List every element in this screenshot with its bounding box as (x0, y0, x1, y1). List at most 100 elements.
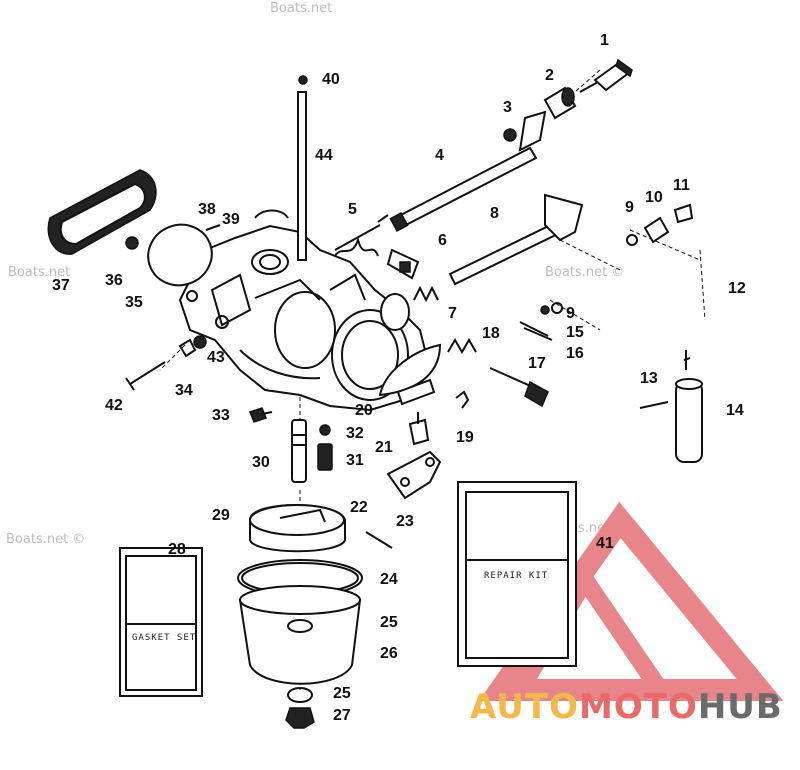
part-9-washer (626, 234, 638, 246)
part-8-shaft (448, 193, 584, 286)
part-9-washer (551, 302, 563, 314)
callout-12: 12 (728, 280, 746, 297)
callout-numbers: 1 2 3 4 5 6 7 8 9 10 11 12 13 14 15 16 1… (52, 32, 746, 724)
callout-2: 2 (545, 67, 554, 84)
callout-28: 28 (168, 541, 186, 558)
watermark: Boats.net © (545, 265, 624, 280)
part-14-float (675, 350, 703, 463)
callout-15: 15 (566, 324, 584, 341)
brand-part-auto: AUTO (470, 687, 579, 727)
brand-wordmark: AUTOMOTOHUB (470, 687, 783, 727)
part-1-screw (579, 58, 633, 93)
part-21-screw (408, 412, 430, 446)
callout-26: 26 (380, 645, 398, 662)
part-38-pin (205, 224, 221, 231)
part-22-plate (386, 450, 442, 500)
part-5-spring (331, 214, 389, 263)
callout-36: 36 (105, 272, 123, 289)
part-44-rod (297, 91, 307, 261)
part-31-jet (317, 443, 333, 471)
part-29-float (249, 504, 346, 553)
part-3-bracket (503, 110, 547, 152)
callout-29: 29 (212, 507, 230, 524)
part-7-spring (413, 285, 439, 303)
part-27-plug (285, 707, 315, 729)
part-36-nut (125, 236, 139, 250)
part-16-spring (519, 321, 553, 341)
part-40-cap (298, 75, 308, 85)
callout-33: 33 (212, 407, 230, 424)
callout-35: 35 (125, 294, 143, 311)
callout-34: 34 (175, 382, 193, 399)
part-19-clip (455, 390, 470, 409)
callout-41: 41 (596, 535, 614, 552)
callout-25b: 25 (333, 685, 351, 702)
callout-27: 27 (333, 707, 351, 724)
part-37-gasket (47, 169, 157, 255)
callout-10: 10 (645, 189, 663, 206)
callout-43: 43 (207, 349, 225, 366)
callout-11: 11 (673, 177, 690, 194)
part-26-bowl (238, 585, 362, 685)
part-23-pin (365, 531, 393, 549)
callout-9b: 9 (566, 305, 575, 322)
callout-4: 4 (435, 147, 444, 164)
callout-7: 7 (448, 305, 457, 322)
callout-30: 30 (252, 454, 270, 471)
callout-19: 19 (456, 429, 474, 446)
callout-23: 23 (396, 513, 414, 530)
part-33-screw (249, 407, 273, 423)
callout-17: 17 (528, 355, 546, 372)
callout-21: 21 (375, 439, 393, 456)
watermark: Boats.net © (6, 532, 85, 547)
callout-16: 16 (566, 345, 584, 362)
callout-3: 3 (503, 99, 512, 116)
callout-37: 37 (52, 277, 70, 294)
watermark: Boats.net (270, 1, 332, 16)
part-32-gasket (319, 424, 331, 436)
callout-22: 22 (350, 499, 368, 516)
part-10-bushing (643, 216, 670, 244)
part-2-bushing (543, 86, 577, 120)
part-17-screw (489, 367, 549, 408)
callout-40: 40 (322, 71, 340, 88)
callout-8: 8 (490, 205, 499, 222)
callout-42: 42 (105, 397, 123, 414)
brand-part-moto: MOTO (579, 687, 698, 727)
repair-kit-card: REPAIR KIT (457, 481, 577, 667)
callout-5: 5 (348, 201, 357, 218)
part-25-oring (287, 687, 313, 703)
repair-kit-label: REPAIR KIT (484, 571, 548, 581)
gasket-set-card: GASKET SET (119, 547, 203, 697)
part-13-pin (639, 401, 669, 409)
callout-39: 39 (222, 211, 240, 228)
part-34-washer (178, 338, 197, 358)
part-11-screw (673, 203, 694, 224)
callout-1: 1 (600, 32, 609, 49)
brand-part-hub: HUB (698, 687, 783, 727)
callout-20: 20 (355, 402, 373, 419)
part-39-clip (254, 209, 289, 219)
watermark: Boats.net (8, 265, 70, 280)
gasket-set-label: GASKET SET (132, 633, 196, 643)
callout-24: 24 (380, 571, 398, 588)
callout-32: 32 (346, 425, 364, 442)
callout-13: 13 (640, 370, 658, 387)
callout-6: 6 (438, 232, 447, 249)
part-42-screw (125, 361, 166, 391)
callout-25: 25 (380, 614, 398, 631)
part-4-shaft (389, 146, 538, 233)
part-30-needle (291, 419, 307, 483)
callout-9: 9 (625, 199, 634, 216)
part-35-plate (147, 223, 213, 287)
callout-38: 38 (198, 201, 216, 218)
callout-44: 44 (315, 147, 333, 164)
callout-18: 18 (482, 325, 500, 342)
callout-31: 31 (346, 452, 364, 469)
callout-14: 14 (726, 402, 744, 419)
part-20-choke-plate (378, 343, 442, 406)
part-6-screw (386, 248, 420, 280)
part-25-oring (287, 619, 313, 633)
